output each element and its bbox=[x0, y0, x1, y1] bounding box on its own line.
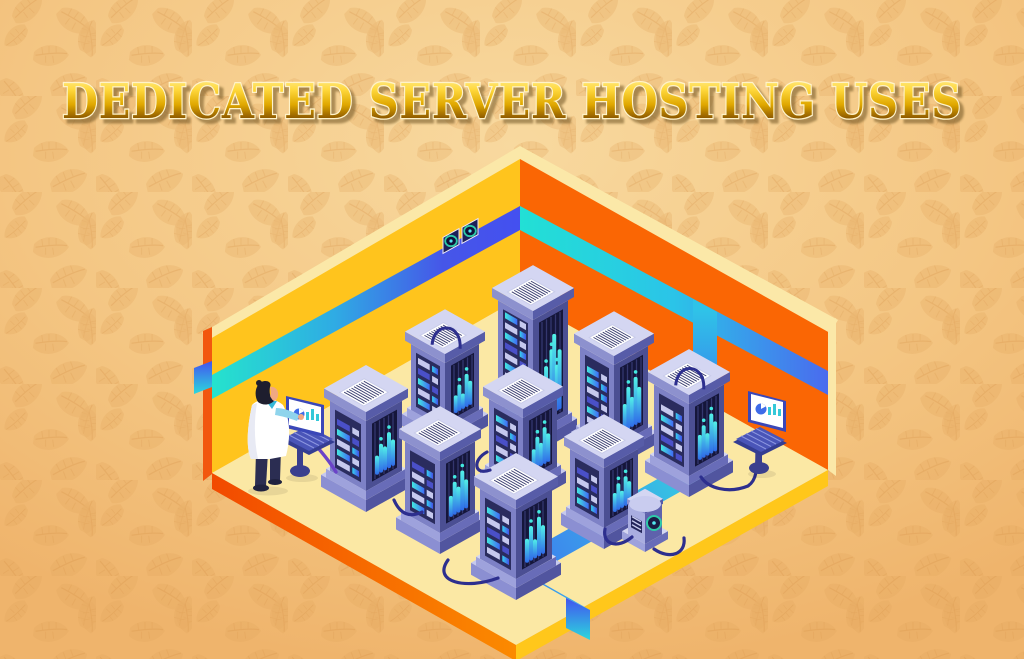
server-tower-8 bbox=[396, 406, 484, 554]
right-wall-edge bbox=[828, 318, 836, 476]
server-cable-arc bbox=[430, 326, 462, 349]
right-wall-data-stripe bbox=[520, 206, 828, 395]
network-cable bbox=[475, 450, 492, 473]
left-wall-data-stripe bbox=[212, 206, 520, 399]
mini-server-unit bbox=[622, 488, 668, 552]
server-cable-arc bbox=[674, 367, 706, 390]
technician-arm bbox=[275, 408, 299, 421]
server-tower-2 bbox=[402, 309, 488, 450]
laptop-keyboard bbox=[736, 427, 785, 452]
screen-bar-chart bbox=[306, 412, 309, 420]
server-tower-4 bbox=[645, 349, 733, 497]
floor-edge-left bbox=[212, 473, 516, 659]
screen-bar-chart bbox=[768, 407, 771, 415]
technician-shoe bbox=[253, 484, 269, 492]
server-room bbox=[194, 146, 838, 659]
network-cable bbox=[652, 536, 686, 557]
floor-edge-right bbox=[516, 470, 828, 659]
left-roof-trim bbox=[202, 146, 520, 339]
wall-speaker bbox=[442, 227, 460, 255]
technician-hair bbox=[255, 380, 274, 405]
technician-legs bbox=[255, 452, 268, 486]
monitoring-workstation bbox=[733, 391, 787, 478]
right-roof-trim bbox=[520, 146, 838, 333]
technician-workstation bbox=[281, 396, 335, 482]
left-wall-edge bbox=[203, 327, 212, 481]
left-stripe-end-cap bbox=[194, 361, 212, 394]
page-title: DEDICATED SERVER HOSTING USES bbox=[62, 74, 962, 130]
server-towers bbox=[321, 265, 733, 600]
floor-stripe-edge-wrap bbox=[566, 598, 590, 640]
network-cable bbox=[392, 498, 424, 517]
technician bbox=[247, 380, 304, 496]
laptop-keyboard bbox=[284, 426, 333, 451]
page-title-shadow: DEDICATED SERVER HOSTING USES bbox=[66, 78, 966, 134]
server-tower-5 bbox=[321, 365, 411, 512]
server-tower-9 bbox=[471, 453, 561, 600]
wall-speakers bbox=[442, 217, 479, 255]
page-title-group: DEDICATED SERVER HOSTING USES DEDICATED … bbox=[61, 73, 967, 136]
wall-speaker bbox=[461, 217, 479, 245]
network-cable bbox=[442, 558, 500, 586]
network-cable bbox=[603, 527, 634, 546]
